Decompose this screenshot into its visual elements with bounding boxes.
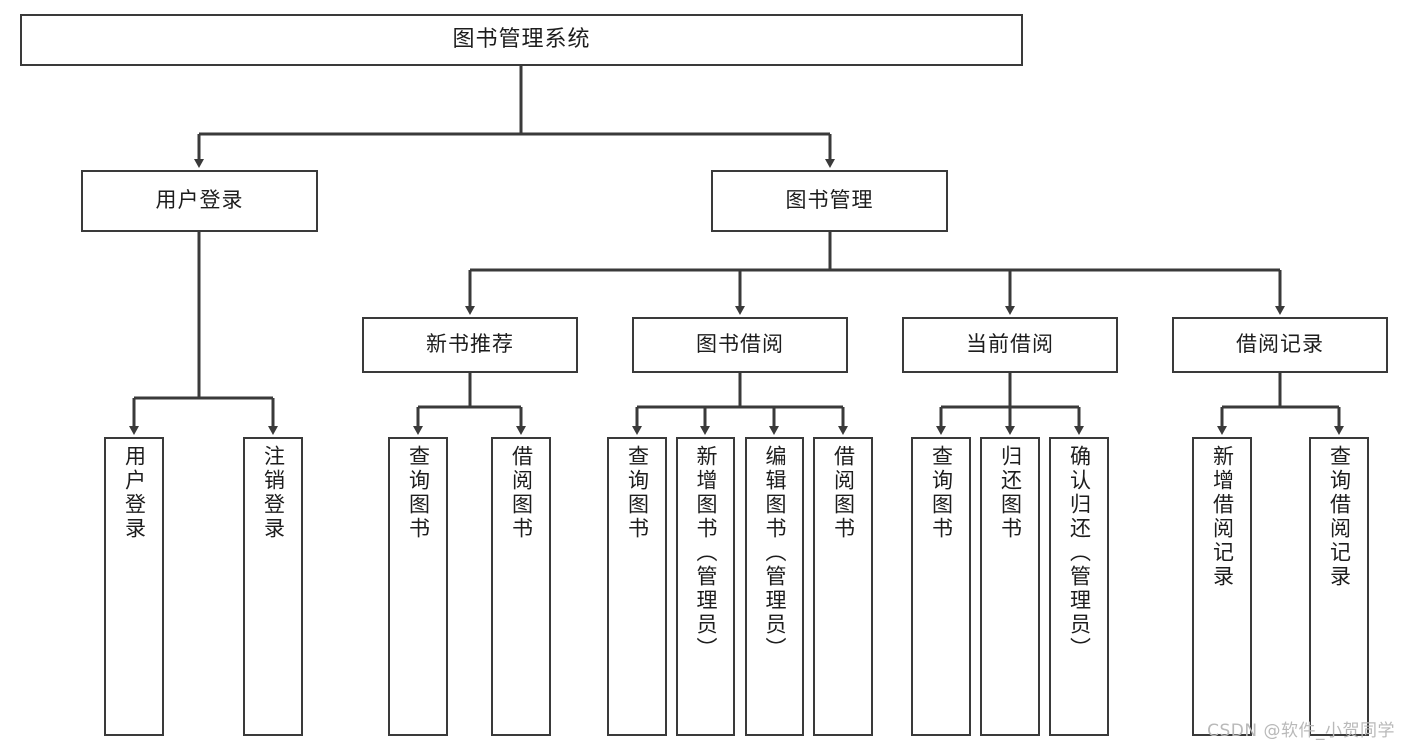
node-current-borrow-label: 当前借阅 bbox=[966, 332, 1054, 357]
leaf-query-record-label: 查询借阅记录 bbox=[1327, 445, 1352, 589]
leaf-query-book-3[interactable]: 查询图书 bbox=[911, 437, 971, 736]
node-user-login-label: 用户登录 bbox=[155, 188, 244, 213]
node-book-manage[interactable]: 图书管理 bbox=[711, 170, 948, 232]
leaf-edit-book-label: 编辑图书（管理员） bbox=[763, 445, 787, 661]
leaf-query-book-2-label: 查询图书 bbox=[625, 445, 650, 541]
leaf-add-book-label: 新增图书（管理员） bbox=[694, 445, 718, 661]
node-book-borrow[interactable]: 图书借阅 bbox=[632, 317, 848, 373]
node-borrow-record-label: 借阅记录 bbox=[1236, 332, 1324, 357]
leaf-edit-book[interactable]: 编辑图书（管理员） bbox=[745, 437, 804, 736]
leaf-add-record[interactable]: 新增借阅记录 bbox=[1192, 437, 1252, 736]
leaf-borrow-book-2-label: 借阅图书 bbox=[831, 445, 856, 541]
leaf-query-book-1-label: 查询图书 bbox=[406, 445, 431, 541]
node-root-label: 图书管理系统 bbox=[452, 26, 591, 52]
leaf-query-book-3-label: 查询图书 bbox=[929, 445, 954, 541]
leaf-user-logout-label: 注销登录 bbox=[261, 445, 286, 541]
node-user-login[interactable]: 用户登录 bbox=[81, 170, 318, 232]
leaf-query-record[interactable]: 查询借阅记录 bbox=[1309, 437, 1369, 736]
leaf-return-book-label: 归还图书 bbox=[998, 445, 1023, 541]
leaf-borrow-book-2[interactable]: 借阅图书 bbox=[813, 437, 873, 736]
leaf-confirm-return-label: 确认归还（管理员） bbox=[1067, 445, 1092, 661]
leaf-user-logout[interactable]: 注销登录 bbox=[243, 437, 303, 736]
node-book-borrow-label: 图书借阅 bbox=[696, 332, 784, 357]
node-new-book-recommend-label: 新书推荐 bbox=[426, 332, 514, 357]
node-new-book-recommend[interactable]: 新书推荐 bbox=[362, 317, 578, 373]
leaf-query-book-2[interactable]: 查询图书 bbox=[607, 437, 667, 736]
watermark: CSDN @软件_小贺同学 bbox=[1207, 721, 1395, 741]
leaf-borrow-book-1-label: 借阅图书 bbox=[509, 445, 534, 541]
leaf-confirm-return[interactable]: 确认归还（管理员） bbox=[1049, 437, 1109, 736]
leaf-query-book-1[interactable]: 查询图书 bbox=[388, 437, 448, 736]
node-borrow-record[interactable]: 借阅记录 bbox=[1172, 317, 1388, 373]
node-book-manage-label: 图书管理 bbox=[785, 188, 874, 213]
node-root[interactable]: 图书管理系统 bbox=[20, 14, 1023, 66]
node-current-borrow[interactable]: 当前借阅 bbox=[902, 317, 1118, 373]
leaf-add-record-label: 新增借阅记录 bbox=[1210, 445, 1235, 589]
leaf-user-login[interactable]: 用户登录 bbox=[104, 437, 164, 736]
leaf-return-book[interactable]: 归还图书 bbox=[980, 437, 1040, 736]
leaf-borrow-book-1[interactable]: 借阅图书 bbox=[491, 437, 551, 736]
leaf-add-book[interactable]: 新增图书（管理员） bbox=[676, 437, 735, 736]
leaf-user-login-label: 用户登录 bbox=[122, 445, 147, 541]
